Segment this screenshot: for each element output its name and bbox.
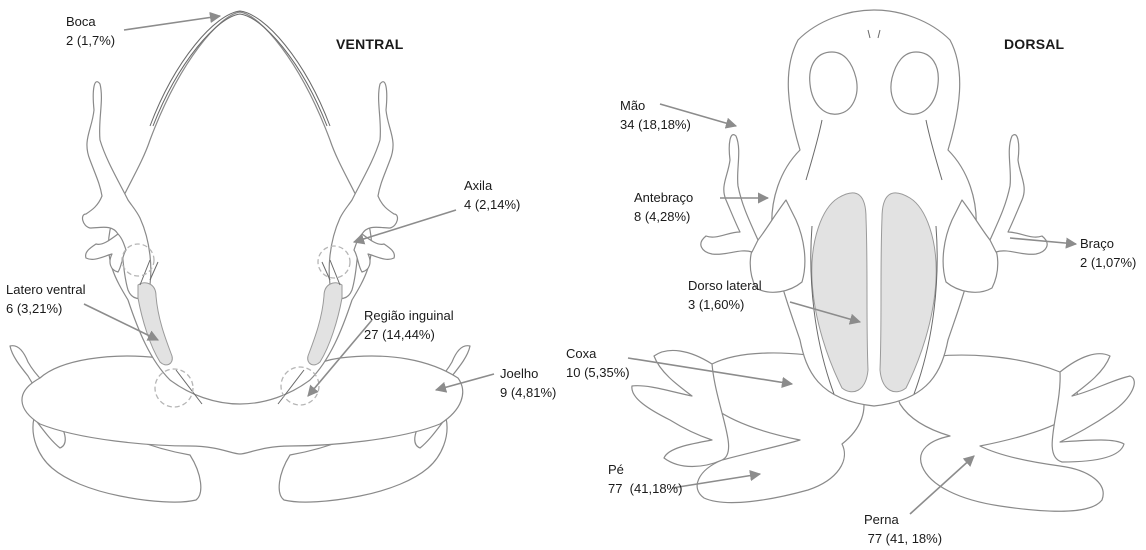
label-pe-name: Pé	[608, 460, 682, 479]
label-braco-name: Braço	[1080, 234, 1136, 253]
label-latero-ventral: Latero ventral 6 (3,21%)	[6, 280, 86, 318]
boca-arrow	[124, 16, 220, 30]
label-perna-value: 77 (41, 18%)	[864, 529, 942, 548]
label-mao: Mão 34 (18,18%)	[620, 96, 691, 134]
ventral-left-hand	[86, 234, 126, 272]
label-antebraco-name: Antebraço	[634, 188, 693, 207]
label-regiao-inguinal-name: Região inguinal	[364, 306, 454, 325]
label-joelho-value: 9 (4,81%)	[500, 383, 556, 402]
label-coxa-name: Coxa	[566, 344, 630, 363]
label-axila: Axila 4 (2,14%)	[464, 176, 520, 214]
dorsal-right-foot	[1052, 354, 1134, 462]
label-latero-ventral-name: Latero ventral	[6, 280, 86, 299]
dorsal-left-hand	[701, 135, 758, 255]
label-dorso-lateral: Dorso lateral 3 (1,60%)	[688, 276, 762, 314]
label-braco-value: 2 (1,07%)	[1080, 253, 1136, 272]
label-antebraco: Antebraço 8 (4,28%)	[634, 188, 693, 226]
label-boca-value: 2 (1,7%)	[66, 31, 115, 50]
label-boca: Boca 2 (1,7%)	[66, 12, 115, 50]
label-braco: Braço 2 (1,07%)	[1080, 234, 1136, 272]
label-regiao-inguinal: Região inguinal 27 (14,44%)	[364, 306, 454, 344]
label-boca-name: Boca	[66, 12, 115, 31]
dorsal-right-hand	[990, 135, 1047, 255]
label-joelho-name: Joelho	[500, 364, 556, 383]
label-pe-value: 77 (41,18%)	[608, 479, 682, 498]
dorsal-frog	[632, 10, 1134, 511]
label-dorso-lateral-value: 3 (1,60%)	[688, 295, 762, 314]
label-axila-name: Axila	[464, 176, 520, 195]
label-latero-ventral-value: 6 (3,21%)	[6, 299, 86, 318]
label-pe: Pé 77 (41,18%)	[608, 460, 682, 498]
label-coxa: Coxa 10 (5,35%)	[566, 344, 630, 382]
label-mao-value: 34 (18,18%)	[620, 115, 691, 134]
label-axila-value: 4 (2,14%)	[464, 195, 520, 214]
label-coxa-value: 10 (5,35%)	[566, 363, 630, 382]
label-perna-name: Perna	[864, 510, 942, 529]
ventral-title: VENTRAL	[336, 36, 404, 52]
ventral-frog	[10, 11, 470, 502]
dorsal-body	[772, 10, 977, 406]
label-dorso-lateral-name: Dorso lateral	[688, 276, 762, 295]
label-mao-name: Mão	[620, 96, 691, 115]
label-perna: Perna 77 (41, 18%)	[864, 510, 942, 548]
label-regiao-inguinal-value: 27 (14,44%)	[364, 325, 454, 344]
label-antebraco-value: 8 (4,28%)	[634, 207, 693, 226]
dorsal-title: DORSAL	[1004, 36, 1064, 52]
ventral-body	[108, 12, 371, 404]
label-joelho: Joelho 9 (4,81%)	[500, 364, 556, 402]
